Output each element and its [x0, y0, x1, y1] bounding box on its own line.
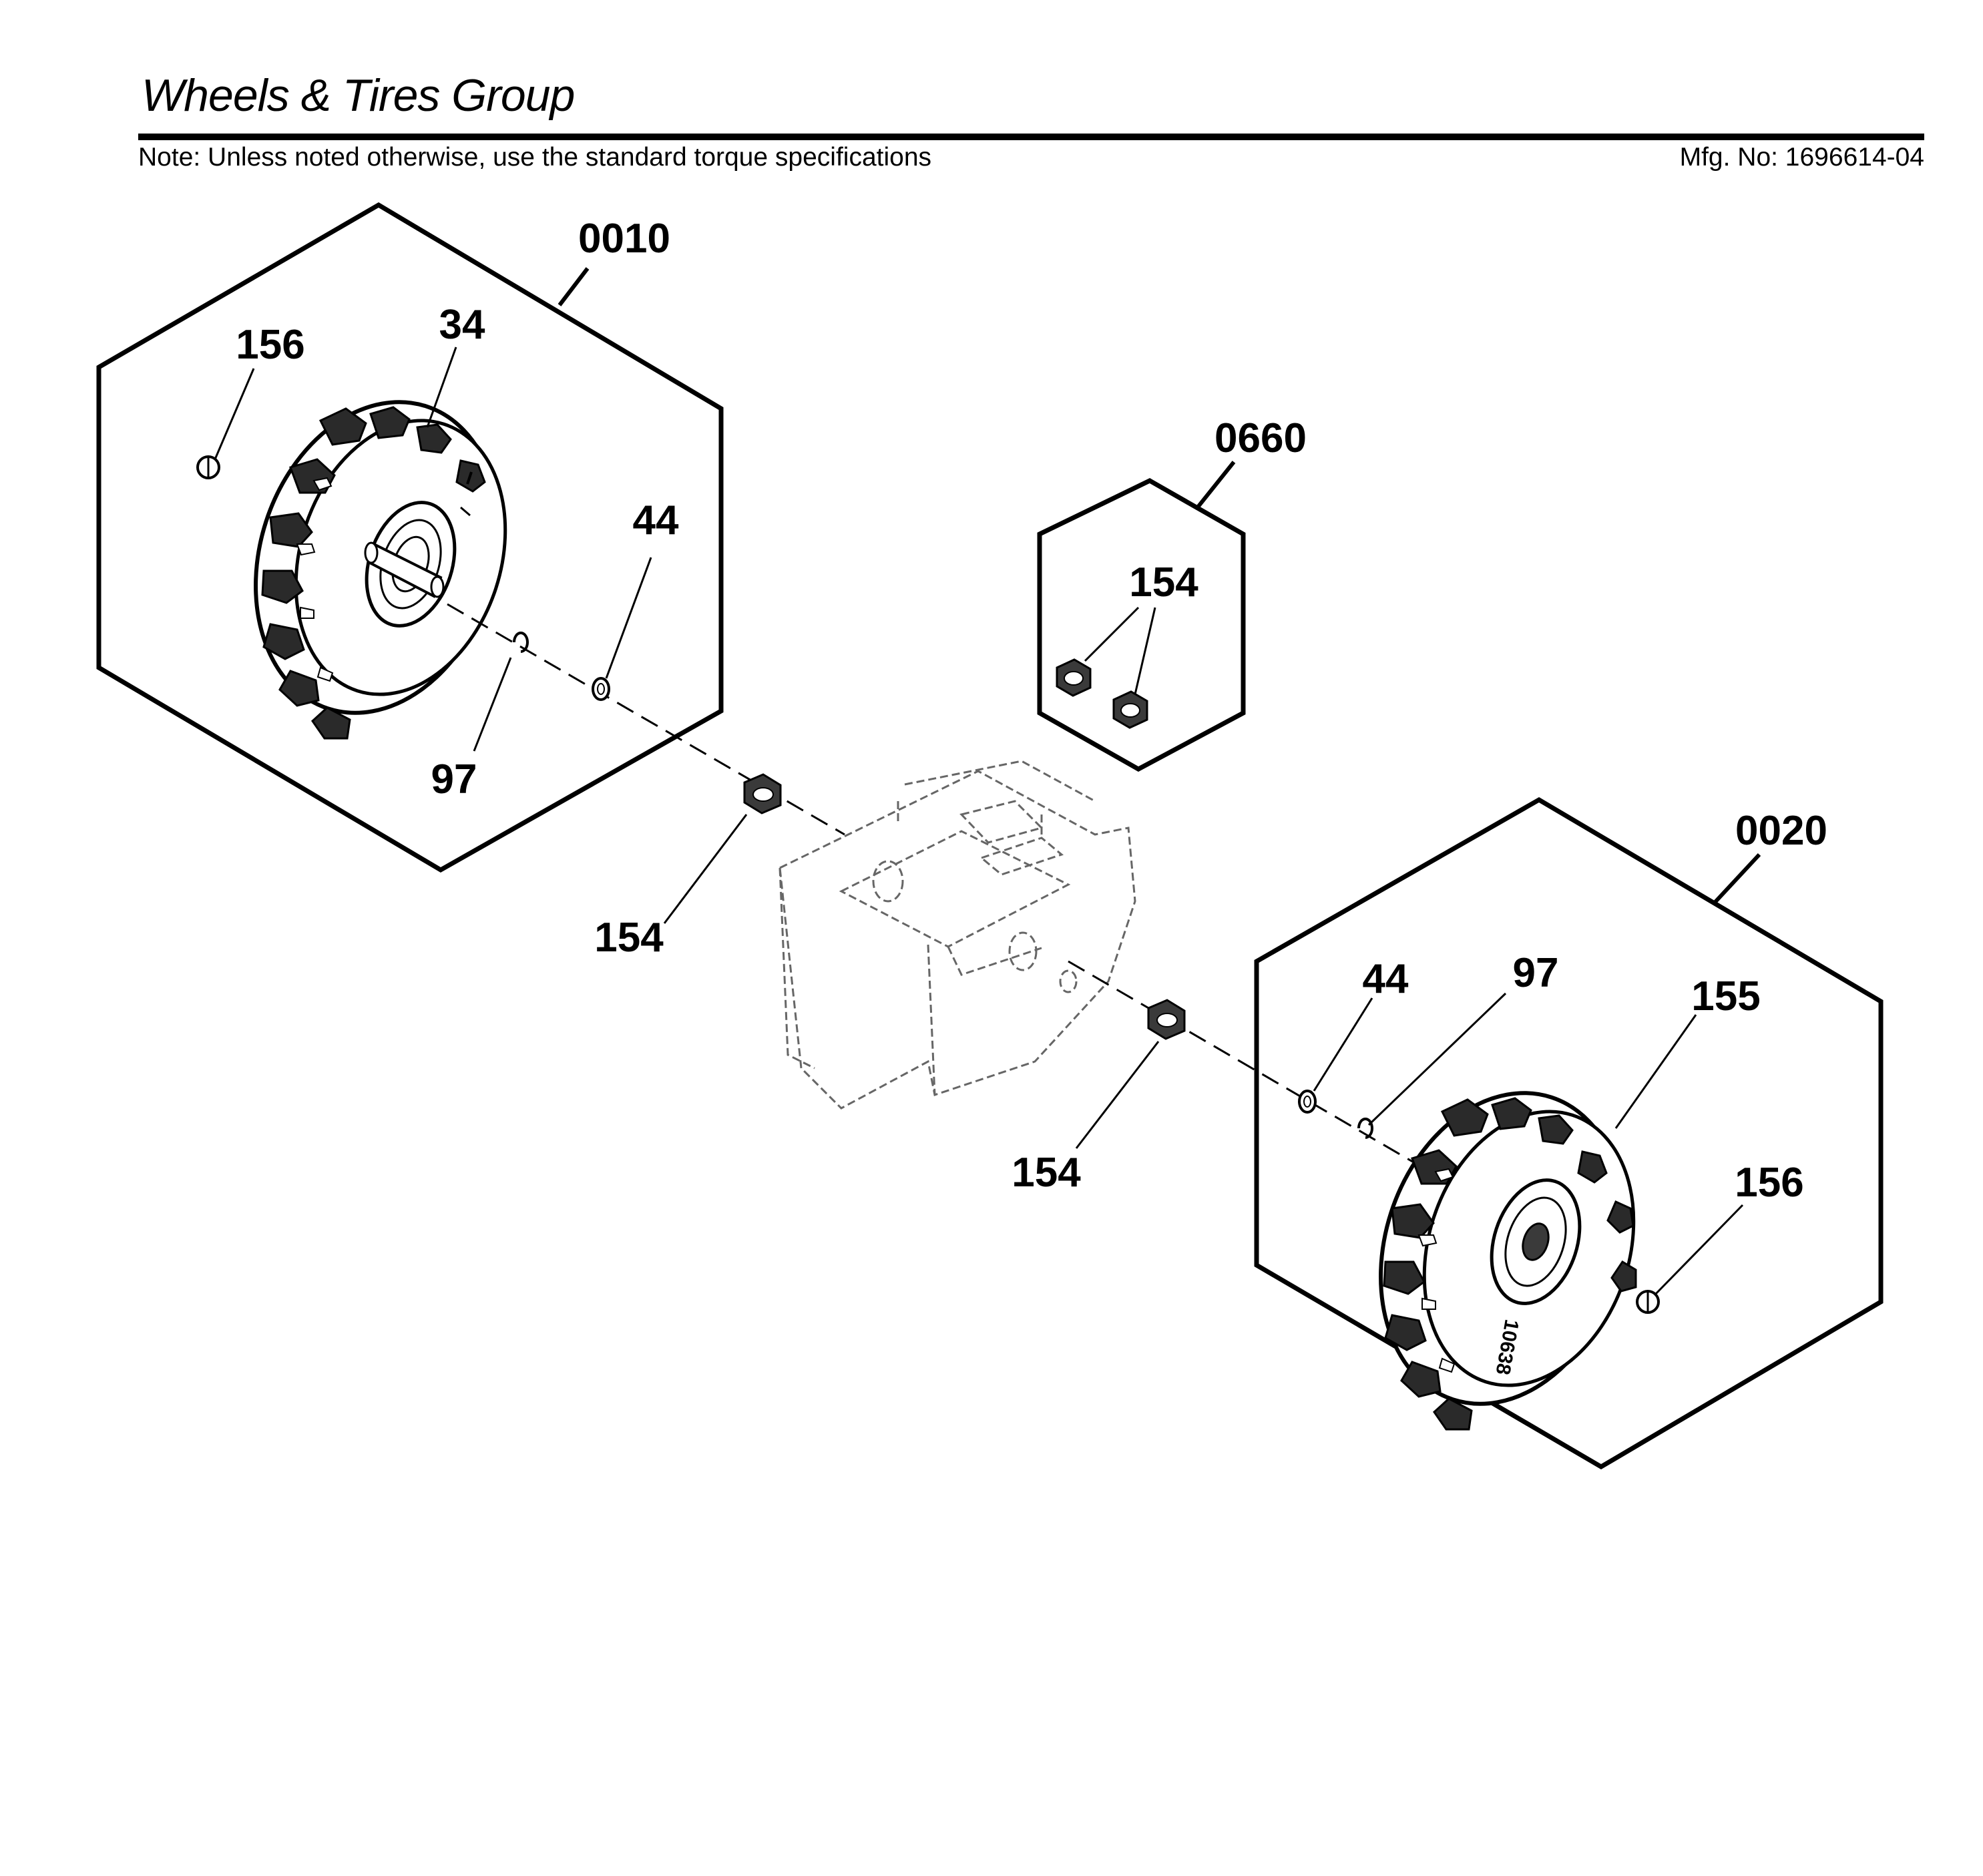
axle-line-left [447, 603, 845, 836]
callout-mid-154: 154 [594, 915, 664, 961]
tire-right: 10638 [1379, 1091, 1637, 1431]
group-label-0660: 0660 [1215, 415, 1307, 461]
flange-bearing-kit-b [1112, 607, 1156, 729]
lynch-pin-left [196, 368, 255, 479]
callout-left-97: 97 [431, 756, 477, 802]
title-rule [138, 134, 1924, 140]
group-label-0010: 0010 [578, 216, 670, 262]
flange-bearing-right [1075, 999, 1186, 1149]
axle-line-right [1068, 960, 1436, 1176]
page-title: Wheels & Tires Group [142, 70, 575, 121]
callout-right-156: 156 [1735, 1160, 1803, 1206]
callout-right-44: 44 [1363, 956, 1409, 1002]
washer-left [592, 557, 652, 701]
group-label-0020: 0020 [1735, 808, 1827, 854]
group-0660-outline [1037, 461, 1246, 772]
group-0020-outline [1254, 796, 1884, 1470]
callout-right-155: 155 [1691, 973, 1760, 1019]
group-0010-outline [96, 202, 724, 873]
torque-note: Note: Unless noted otherwise, use the st… [138, 143, 932, 172]
flange-bearing-left [663, 773, 782, 924]
tire-left [254, 400, 507, 740]
callout-right-97: 97 [1513, 950, 1559, 996]
callout-left-44: 44 [633, 497, 679, 543]
lynch-pin-right [1636, 1204, 1744, 1314]
callout-right-154: 154 [1012, 1150, 1081, 1196]
callout-kit-154: 154 [1129, 559, 1198, 606]
mfg-number: Mfg. No: 1696614-04 [1679, 143, 1924, 172]
washer-right [1298, 997, 1373, 1114]
flange-bearing-kit-a [1056, 606, 1140, 697]
callout-left-34: 34 [439, 302, 485, 348]
leader-right-155 [1614, 1014, 1697, 1129]
retaining-clip-right [1357, 992, 1507, 1139]
frame-housing [779, 760, 1136, 1110]
leader-left-34 [426, 346, 457, 428]
retaining-clip-left [473, 632, 529, 752]
callout-left-156: 156 [236, 322, 304, 368]
